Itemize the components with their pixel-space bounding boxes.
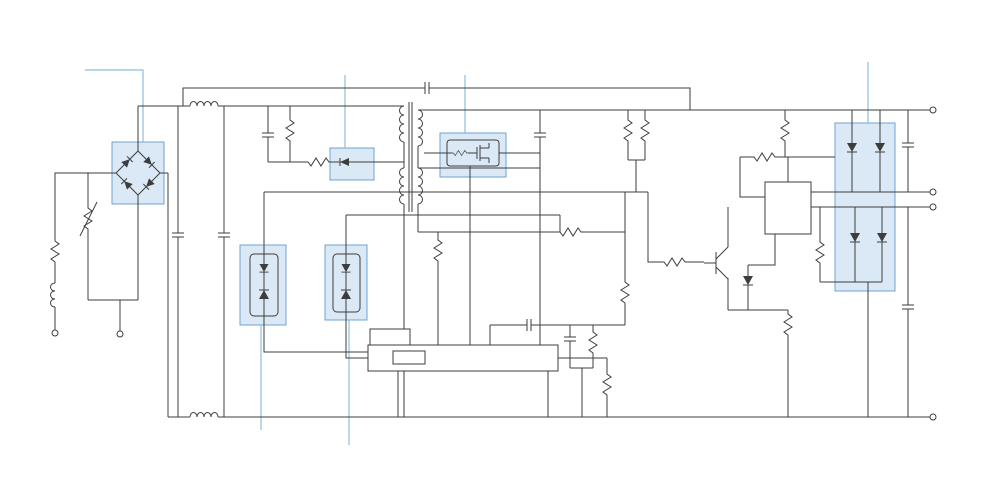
input-terminal <box>51 329 59 337</box>
transformer-winding <box>399 105 405 143</box>
resistor <box>602 371 612 398</box>
optocoupler-outline <box>332 253 361 313</box>
capacitor <box>261 127 275 143</box>
resistor <box>751 152 778 162</box>
resistor <box>815 239 825 266</box>
wires-regulator <box>647 110 930 417</box>
optocoupler-2 <box>332 253 361 313</box>
terminals <box>51 106 937 421</box>
transformer <box>399 102 423 212</box>
resistor <box>285 117 295 144</box>
input-terminal <box>116 330 124 338</box>
callout-leader-bridge <box>85 69 144 142</box>
wires-optocouplers <box>263 192 368 359</box>
transformer-core <box>408 102 413 212</box>
wires-clamp-network <box>267 106 404 163</box>
wires-output-rectifier <box>851 110 909 417</box>
resistor <box>50 238 60 265</box>
resistor <box>433 237 443 264</box>
regulator-ic-body <box>764 181 812 235</box>
callout-leaders <box>85 62 869 445</box>
output-terminal <box>929 106 937 114</box>
optocoupler-outline <box>249 253 279 317</box>
resistor <box>783 311 793 338</box>
transformer-winding <box>417 109 423 147</box>
capacitor <box>901 299 915 315</box>
wires-y-capacitor-bus <box>182 87 691 110</box>
resistor <box>661 257 688 267</box>
primary-switch <box>446 139 500 167</box>
resistor <box>620 279 630 306</box>
inductor <box>50 282 56 308</box>
capacitor <box>901 137 915 153</box>
switch-ic-outline <box>446 139 500 167</box>
resistor <box>305 157 332 167</box>
transformer-winding <box>417 167 423 205</box>
resistor <box>623 117 633 144</box>
wires-primary-rails <box>137 105 930 418</box>
bridge-rectifier <box>115 150 161 196</box>
wires-ac-input <box>54 172 139 331</box>
varistor-strike <box>79 201 98 237</box>
y-capacitor <box>419 81 435 95</box>
wires-secondary-top <box>418 109 930 345</box>
highlight-clamp-diode[interactable] <box>329 147 375 181</box>
output-terminal <box>929 413 937 421</box>
capacitor <box>171 227 185 243</box>
wiring <box>54 87 930 418</box>
components <box>50 81 915 418</box>
controller-ic-label-box <box>392 350 426 365</box>
choke-winding <box>189 412 219 418</box>
resistor <box>588 329 598 356</box>
capacitor <box>533 127 547 143</box>
choke-winding <box>189 101 219 107</box>
zener-diode <box>742 275 754 286</box>
capacitor <box>563 331 577 347</box>
wires-feedback-mid <box>264 191 648 417</box>
wires-transformer <box>403 142 419 417</box>
resistor <box>557 227 584 237</box>
resistor <box>640 117 650 144</box>
transformer-winding <box>399 167 405 205</box>
capacitor <box>521 318 537 332</box>
optocoupler-1 <box>249 253 279 317</box>
transistor <box>703 246 729 280</box>
varistor <box>83 205 93 232</box>
output-terminal <box>929 188 937 196</box>
controller-sub-block <box>369 328 411 346</box>
ic-blocks <box>367 181 812 372</box>
capacitor <box>217 227 231 243</box>
resistor <box>780 117 790 144</box>
output-terminal <box>929 203 937 211</box>
highlight-bridge-rectifier[interactable] <box>111 141 165 205</box>
highlight-optocoupler-1[interactable] <box>239 244 287 326</box>
